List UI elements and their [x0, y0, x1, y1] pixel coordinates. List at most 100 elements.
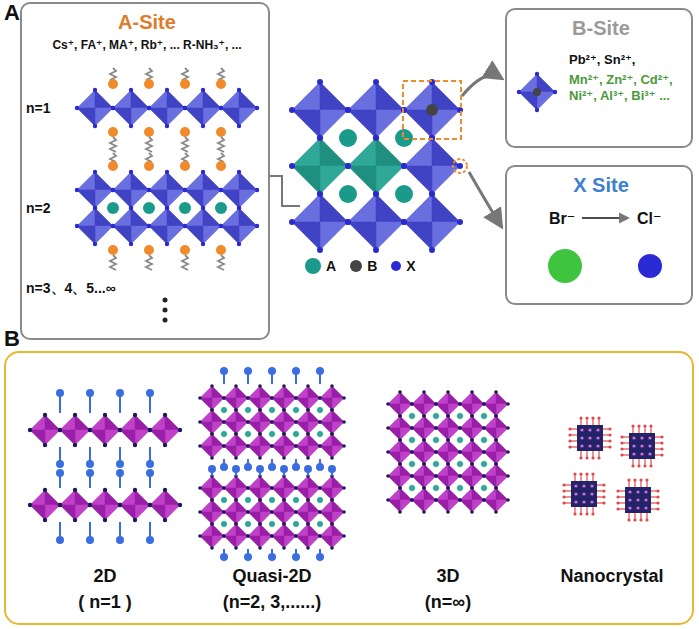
octahedron-facet: [239, 172, 257, 190]
highlight-ring: [453, 159, 467, 173]
a-cation: [293, 407, 299, 413]
octahedron-facet: [292, 82, 320, 110]
x-atom: [198, 510, 202, 514]
a-cation: [339, 185, 357, 203]
bromide-ball: [548, 249, 582, 283]
x-atom: [294, 444, 298, 448]
x-atom: [234, 522, 238, 526]
organic-chain: [218, 137, 224, 152]
octahedron-facet: [236, 446, 248, 458]
x-atom: [494, 486, 498, 490]
x-atom: [317, 247, 323, 253]
x-atom: [342, 420, 346, 424]
x-atom: [446, 438, 450, 442]
ion-list: Pb²⁺, Sn²⁺,: [569, 52, 691, 68]
lattice-dot: [580, 428, 583, 431]
x-atom: [246, 396, 250, 400]
octahedron-facet: [292, 194, 320, 222]
x-atom: [237, 206, 241, 210]
x-atom: [234, 456, 238, 460]
octahedron-facet: [120, 490, 135, 505]
x-atom: [446, 462, 450, 466]
octahedron-facet: [165, 505, 180, 520]
x-atom: [318, 486, 322, 490]
nanocrystal-cube: [571, 481, 597, 507]
x-atom: [294, 420, 298, 424]
ligand-head: [579, 472, 582, 475]
x-atom: [58, 503, 62, 507]
x-atom: [93, 88, 97, 92]
organic-head: [86, 536, 94, 544]
ligand-head: [585, 512, 588, 515]
a-cation: [108, 245, 118, 255]
lattice-dot: [590, 492, 593, 495]
ligand-head: [660, 441, 663, 444]
x-atom: [386, 426, 390, 430]
octahedron-facet: [167, 90, 185, 108]
x-atom: [246, 444, 250, 448]
octahedron-facet: [239, 208, 257, 226]
x-atom: [163, 443, 167, 447]
a-cation: [221, 497, 227, 503]
a-cation: [457, 485, 463, 491]
octahedron-facet: [224, 476, 236, 488]
octahedron-facet: [296, 536, 308, 548]
x-atom: [165, 206, 169, 210]
x-atom: [446, 486, 450, 490]
a-cation: [339, 129, 357, 147]
x-atom: [373, 247, 379, 253]
x-atom: [258, 522, 262, 526]
a-cation: [457, 461, 463, 467]
octahedron-facet: [77, 108, 95, 126]
x-atom: [219, 188, 223, 192]
x-atom: [434, 474, 438, 478]
ligand-head: [597, 456, 600, 459]
x-atom: [129, 170, 133, 174]
lattice-dot: [632, 452, 635, 455]
organic-head: [232, 465, 240, 473]
x-atom: [282, 522, 286, 526]
x-atom: [234, 432, 238, 436]
lattice-dot: [574, 500, 577, 503]
atom-legend: ABX: [305, 258, 430, 274]
x-atom: [434, 498, 438, 502]
organic-head: [244, 463, 252, 471]
octahedron-facet: [496, 404, 508, 416]
x-atom: [147, 106, 151, 110]
x-atom: [234, 408, 238, 412]
x-atom: [482, 498, 486, 502]
a-cation: [317, 497, 323, 503]
x-atom: [398, 438, 402, 442]
chloride-ball: [638, 254, 662, 278]
nanocrystal-cube: [625, 487, 651, 513]
x-atom: [201, 88, 205, 92]
x-atom: [148, 503, 152, 507]
organic-head: [146, 460, 154, 468]
octahedron-facet: [105, 505, 120, 520]
octahedron-facet: [284, 386, 296, 398]
lattice-dot: [582, 500, 585, 503]
octahedron-facet: [236, 476, 248, 488]
octahedron-facet: [165, 430, 180, 445]
octahedron-facet: [388, 476, 400, 488]
a-cation: [433, 413, 439, 419]
ligand-head: [620, 435, 623, 438]
x-atom: [373, 191, 379, 197]
lattice-dot: [596, 428, 599, 431]
organic-head: [208, 465, 216, 473]
octahedron-facet: [150, 415, 165, 430]
octahedron-facet: [135, 415, 150, 430]
x-atom: [422, 486, 426, 490]
x-atom: [222, 444, 226, 448]
lattice-dot: [588, 444, 591, 447]
x-atom: [289, 219, 295, 225]
x-atom: [75, 188, 79, 192]
x-atom: [345, 219, 351, 225]
organic-head: [304, 465, 312, 473]
x-atom: [398, 414, 402, 418]
x-atom: [494, 414, 498, 418]
structures: [28, 68, 664, 561]
lattice-dot: [648, 444, 651, 447]
b-cation: [533, 88, 541, 96]
x-atom: [458, 498, 462, 502]
